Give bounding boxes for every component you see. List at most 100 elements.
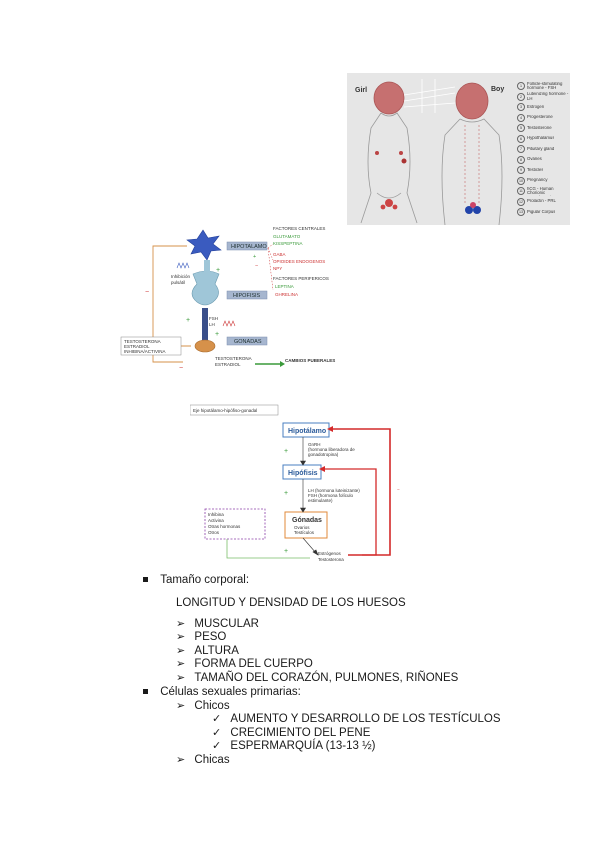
plus-sign-2: + bbox=[186, 317, 190, 324]
inhibition-label: Inhibición bbox=[171, 274, 191, 279]
fsh-label: FSH bbox=[209, 316, 218, 321]
factor-ghrelina: GHRELINA bbox=[275, 292, 298, 297]
arrowhead-bullet-icon: ➢ bbox=[176, 672, 186, 684]
feedback-box bbox=[120, 336, 182, 356]
chicas-text: Chicas bbox=[194, 754, 230, 766]
factor-leptina: LEPTINA bbox=[275, 284, 294, 289]
girl-label: Girl bbox=[355, 87, 367, 94]
plus-sign-1: + bbox=[253, 254, 256, 260]
hipofisis-node bbox=[282, 464, 322, 480]
legend-text: Follicle-stimulating hormone - FSH bbox=[527, 81, 563, 91]
chicos-text: Chicos bbox=[194, 700, 230, 712]
feedback-box-line-2: ESTRADIOL bbox=[124, 344, 150, 349]
gonadas-node bbox=[284, 511, 328, 539]
sub-item-tamano-organos: ➢ TAMAÑO DEL CORAZÓN, PULMONES, RIÑONES bbox=[176, 672, 458, 685]
cambios-puberales-label: CAMBIOS PUBERALES bbox=[285, 358, 335, 363]
legend-text: Pregnancy bbox=[527, 178, 548, 183]
hpg-axis-diagram-1: HIPOTALAMO HIPOFISIS GONADAS FACTORES CE… bbox=[120, 226, 335, 372]
sub-item-muscular: ➢ MUSCULAR bbox=[176, 618, 259, 631]
tamano-corporal-item: Tamaño corporal: bbox=[143, 574, 249, 587]
sub-item-text: ALTURA bbox=[194, 645, 239, 657]
legend-text: Progesterone bbox=[527, 115, 553, 120]
hormone-body-illustration: Girl Boy bbox=[355, 79, 504, 226]
hipotalamo-label: HIPOTALAMO bbox=[231, 244, 267, 250]
output-line-1: Estrógenos bbox=[318, 551, 342, 556]
legend-number-badge: 9 bbox=[517, 166, 525, 175]
sub-item-text: MUSCULAR bbox=[194, 618, 259, 630]
output-line-2: Testosterona bbox=[318, 557, 344, 562]
legend-text: Pigular Corpus bbox=[527, 209, 556, 214]
boy-silhouette bbox=[441, 82, 503, 226]
legend-number-badge: 1 bbox=[517, 82, 525, 91]
hipofisis-node-label: Hipófisis bbox=[288, 470, 318, 477]
minus-sign-3: − bbox=[179, 365, 183, 372]
connection-lines bbox=[403, 79, 456, 113]
lh-line-3: estimulante) bbox=[308, 498, 333, 503]
sub-item-text: PESO bbox=[194, 631, 227, 643]
factores-perifericos-label: FACTORES PERIFERICOS bbox=[273, 276, 329, 281]
flowchart-header-text: Eje hipotálamo-hipófiso-gonadal bbox=[193, 408, 257, 413]
legend-number-badge: 12 bbox=[517, 197, 525, 206]
legend-number-badge: 7 bbox=[517, 145, 525, 154]
legend-text: Prolactin - PRL bbox=[527, 199, 556, 204]
celulas-sexuales-item: Células sexuales primarias: bbox=[143, 686, 301, 699]
inhibition-label-2: pulsátil bbox=[171, 280, 185, 285]
legend-number-badge: 11 bbox=[517, 187, 525, 196]
arrowhead-bullet-icon: ➢ bbox=[176, 631, 186, 643]
factor-gaba: GABA bbox=[273, 252, 286, 257]
gonadas-node-label: Gónadas bbox=[292, 517, 322, 524]
celulas-sexuales-text: Células sexuales primarias: bbox=[160, 686, 301, 698]
boy-label: Boy bbox=[491, 86, 504, 93]
gonadas-label: GONADAS bbox=[234, 339, 262, 345]
pituitary-gland-icon bbox=[191, 270, 220, 306]
legend-number-badge: 2 bbox=[517, 92, 525, 101]
minus-sign-1: − bbox=[255, 263, 258, 269]
flowchart-header bbox=[189, 404, 279, 416]
factor-kisspeptina: KISSPEPTINA bbox=[273, 241, 303, 246]
plus-sign-4: + bbox=[215, 331, 219, 338]
legend-number-badge: 10 bbox=[517, 176, 525, 185]
lh-line-1: LH (hormona luteinizante) bbox=[308, 488, 360, 493]
feedback-box-line-3: INHIBINA/ACTIVINA bbox=[124, 349, 166, 354]
bullet-square-icon bbox=[143, 577, 148, 583]
plus-sign-3: + bbox=[216, 267, 220, 274]
testosterona-label: TESTOSTERONA bbox=[215, 356, 252, 361]
factor-npy: NPY bbox=[273, 266, 282, 271]
chicos-sub-3: ✓ ESPERMARQUÍA (13-13 ½) bbox=[212, 740, 376, 753]
other-line-2: Activina bbox=[208, 518, 224, 523]
gonadas-testiculos: Testículos bbox=[294, 530, 315, 535]
legend-text: Estrogen bbox=[527, 104, 545, 109]
flow-minus-sign: − bbox=[397, 487, 400, 492]
checkmark-icon: ✓ bbox=[212, 713, 222, 725]
estradiol-label: ESTRADIOL bbox=[215, 362, 241, 367]
arrowhead-bullet-icon: ➢ bbox=[176, 645, 186, 657]
gonad-icon bbox=[194, 339, 216, 353]
hormone-column bbox=[202, 308, 208, 344]
legend-text: Testicles bbox=[527, 167, 544, 172]
factor-glutamato: GLUTAMATO bbox=[273, 234, 301, 239]
factor-opioides: OPIOIDES ENDOGENOS bbox=[273, 259, 325, 264]
checkmark-icon: ✓ bbox=[212, 727, 222, 739]
gonadas-ovarios: Ovarios bbox=[294, 525, 310, 530]
other-line-1: Inhibina bbox=[208, 512, 224, 517]
figure-hpg-axis-1: HIPOTALAMO HIPOFISIS GONADAS FACTORES CE… bbox=[115, 222, 365, 382]
legend-number-badge: 5 bbox=[517, 124, 525, 133]
other-factors-box bbox=[204, 508, 266, 540]
sub-item-peso: ➢ PESO bbox=[176, 631, 226, 644]
chicos-sub-text: AUMENTO Y DESARROLLO DE LOS TESTÍCULOS bbox=[230, 713, 501, 725]
other-line-4: Otros bbox=[208, 530, 220, 535]
gnrh-line-2: (hormona liberadora de bbox=[308, 447, 355, 452]
chicos-sub-2: ✓ CRECIMIENTO DEL PENE bbox=[212, 727, 370, 740]
girl-silhouette bbox=[360, 81, 418, 224]
gnrh-line-1: GnRH bbox=[308, 442, 321, 447]
